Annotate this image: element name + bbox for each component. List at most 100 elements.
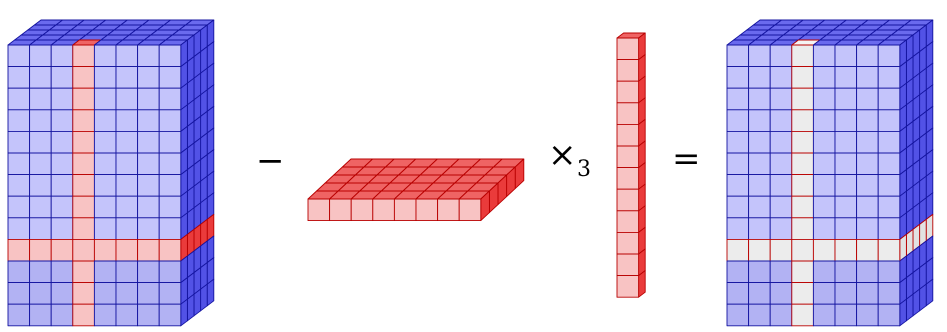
- front-cell: [115, 44, 139, 68]
- front-cell: [29, 130, 52, 154]
- front-cell: [137, 282, 160, 305]
- front-cell: [834, 282, 858, 305]
- front-cell: [7, 109, 31, 132]
- front-cell: [748, 174, 771, 197]
- side-cell: [193, 288, 202, 317]
- side-cell: [206, 278, 215, 307]
- front-cell: [726, 238, 750, 262]
- front-cell: [812, 238, 836, 262]
- front-cell: [158, 238, 182, 262]
- front-cell: [29, 109, 52, 132]
- front-cell: [137, 238, 160, 262]
- front-cell: [50, 260, 74, 284]
- front-cell: [137, 195, 160, 219]
- front-cell: [769, 282, 793, 305]
- front-cell: [726, 44, 750, 68]
- front-cell: [856, 282, 879, 305]
- front-cell: [856, 152, 879, 176]
- front-cell: [616, 167, 640, 190]
- front-cell: [616, 210, 640, 233]
- front-cell: [158, 195, 182, 219]
- front-cell: [748, 109, 771, 132]
- front-cell: [769, 109, 793, 132]
- front-cell: [726, 260, 750, 284]
- front-cell: [50, 66, 74, 89]
- front-cell: [115, 66, 139, 89]
- front-cell: [415, 198, 439, 222]
- side-cell: [919, 283, 927, 312]
- front-cell: [616, 80, 640, 104]
- front-cell: [834, 44, 858, 68]
- front-cell: [834, 303, 858, 327]
- front-cell: [877, 44, 901, 68]
- front-cell: [29, 238, 52, 262]
- front-cell: [29, 195, 52, 219]
- front-cell: [158, 152, 182, 176]
- front-cell: [616, 123, 640, 147]
- front-cell: [812, 130, 836, 154]
- front-cell: [93, 109, 117, 132]
- front-cell: [769, 87, 793, 111]
- front-cell: [791, 87, 814, 111]
- front-cell: [93, 217, 117, 240]
- front-cell: [29, 282, 52, 305]
- front-cell: [877, 260, 901, 284]
- front-cell: [616, 102, 640, 125]
- front-cell: [115, 238, 139, 262]
- front-cell: [726, 174, 750, 197]
- front-cell: [137, 152, 160, 176]
- front-cell: [50, 195, 74, 219]
- front-cell: [137, 66, 160, 89]
- front-cell: [72, 130, 95, 154]
- front-cell: [115, 174, 139, 197]
- front-cell: [7, 130, 31, 154]
- front-cell: [616, 231, 640, 255]
- front-cell: [748, 303, 771, 327]
- front-cell: [115, 217, 139, 240]
- front-cell: [877, 87, 901, 111]
- front-cell: [616, 37, 640, 61]
- front-cell: [29, 174, 52, 197]
- front-cell: [307, 198, 331, 222]
- front-cell: [769, 238, 793, 262]
- times-operator: ×: [548, 135, 577, 175]
- front-cell: [856, 66, 879, 89]
- front-cell: [834, 152, 858, 176]
- front-cell: [748, 130, 771, 154]
- front-cell: [791, 130, 814, 154]
- front-cell: [372, 198, 395, 222]
- front-cell: [158, 109, 182, 132]
- front-cell: [29, 66, 52, 89]
- front-cell: [856, 174, 879, 197]
- front-cell: [29, 87, 52, 111]
- front-cell: [748, 66, 771, 89]
- front-cell: [115, 130, 139, 154]
- front-cell: [7, 238, 31, 262]
- front-cell: [72, 282, 95, 305]
- front-cell: [50, 217, 74, 240]
- front-cell: [137, 260, 160, 284]
- times-subscript: 3: [577, 157, 591, 182]
- front-cell: [50, 109, 74, 132]
- front-cell: [812, 217, 836, 240]
- front-cell: [812, 44, 836, 68]
- front-cell: [812, 152, 836, 176]
- front-cell: [748, 44, 771, 68]
- front-cell: [834, 238, 858, 262]
- front-cell: [50, 130, 74, 154]
- front-cell: [769, 303, 793, 327]
- front-cell: [812, 174, 836, 197]
- slab-matrix: [307, 158, 525, 222]
- front-cell: [726, 66, 750, 89]
- front-cell: [7, 66, 31, 89]
- front-cell: [137, 303, 160, 327]
- front-cell: [50, 174, 74, 197]
- front-cell: [93, 87, 117, 111]
- front-cell: [769, 174, 793, 197]
- front-cell: [791, 260, 814, 284]
- front-cell: [748, 87, 771, 111]
- front-cell: [726, 195, 750, 219]
- front-cell: [50, 87, 74, 111]
- front-cell: [72, 217, 95, 240]
